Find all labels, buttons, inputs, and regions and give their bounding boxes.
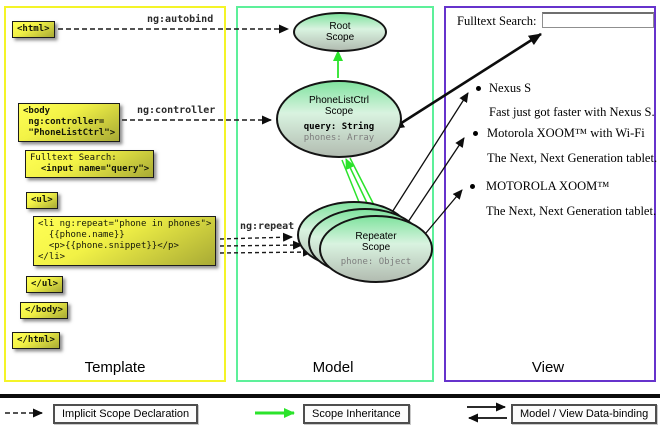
root-scope-title: Root Scope [325, 21, 355, 43]
bullet-icon [476, 86, 481, 91]
code-ul-open: <ul> [26, 192, 58, 209]
code-body-open: <body ng:controller= "PhoneListCtrl"> [18, 103, 121, 142]
view-column-label: View [531, 359, 565, 376]
repeater-scope: Repeater Scope phone: Object [319, 215, 433, 283]
phonelistctrl-phones-prop: phones: Array [303, 132, 375, 143]
view-item-desc: The Next, Next Generation tablet. [486, 204, 657, 218]
repeater-phone-prop: phone: Object [340, 256, 412, 267]
legend-implicit-scope: Implicit Scope Declaration [53, 404, 199, 424]
code-html-close: </html> [12, 332, 60, 349]
code-html-open: <html> [12, 21, 55, 38]
repeater-scope-title: Repeater Scope [355, 230, 397, 253]
view-column [444, 6, 656, 382]
code-body-close: </body> [20, 302, 68, 319]
view-item-title: Nexus S [489, 81, 532, 95]
view-item-title: MOTOROLA XOOM™ [486, 179, 610, 193]
fulltext-search-label: Fulltext Search: [457, 14, 537, 28]
legend-scope-inheritance: Scope Inheritance [303, 404, 410, 424]
autobind-label: ng:autobind [147, 14, 214, 25]
controller-label: ng:controller [137, 105, 216, 116]
root-scope: Root Scope [293, 12, 387, 52]
template-column-label: Template [84, 359, 146, 376]
code-li-block: <li ng:repeat="phone in phones"> {{phone… [33, 216, 217, 266]
model-column-label: Model [312, 359, 354, 376]
code-fulltext-input: <input name="query"> [30, 164, 150, 174]
code-fulltext-label: Fulltext Search: [30, 153, 117, 163]
fulltext-search-input[interactable] [542, 12, 654, 28]
view-item-desc: The Next, Next Generation tablet. [487, 151, 658, 165]
bullet-icon [473, 131, 478, 136]
phonelistctrl-scope: PhoneListCtrl Scope query: String phones… [276, 80, 402, 158]
bullet-icon [470, 184, 475, 189]
code-fulltext: Fulltext Search: <input name="query"> [25, 150, 155, 178]
legend-separator [0, 394, 660, 398]
phonelistctrl-scope-title: PhoneListCtrl Scope [308, 94, 370, 117]
code-ul-close: </ul> [26, 276, 64, 293]
view-item-desc: Fast just got faster with Nexus S. [489, 105, 655, 119]
model-column [236, 6, 434, 382]
view-item-title: Motorola XOOM™ with Wi-Fi [487, 126, 645, 140]
legend-data-binding: Model / View Data-binding [511, 404, 658, 424]
repeat-label: ng:repeat [240, 221, 295, 232]
phonelistctrl-query-prop: query: String [303, 121, 375, 132]
